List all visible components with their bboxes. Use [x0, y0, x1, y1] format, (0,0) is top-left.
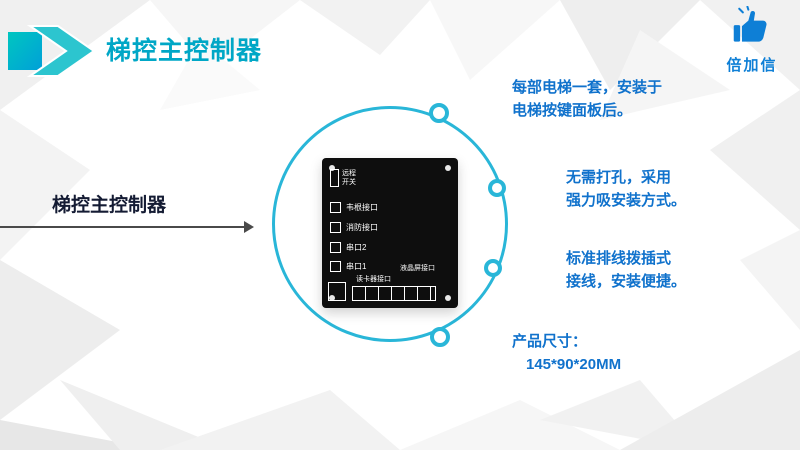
pcb-label: 串口1: [346, 262, 367, 271]
dimensions-label: 产品尺寸：: [512, 333, 588, 350]
pcb-port-row: 串口1: [330, 261, 366, 272]
circle-node-1: [429, 103, 449, 123]
connector-box: [328, 282, 346, 301]
bullet-line: 电梯按键面板后。: [512, 102, 633, 119]
connector-box: [330, 242, 341, 253]
circle-node-2: [488, 179, 506, 197]
pcb-label: 消防接口: [346, 223, 378, 232]
bullet-wiring: 标准排线拨插式 接线，安装便捷。: [566, 247, 686, 293]
pcb-label: 开关: [342, 179, 356, 186]
bullet-line: 无需打孔，采用: [566, 169, 672, 186]
bullet-line: 每部电梯一套，安装于: [512, 79, 663, 96]
pcb-label: 读卡器接口: [356, 276, 391, 283]
dimensions-value: 145*90*20MM: [526, 356, 622, 373]
connector-box: [330, 261, 341, 272]
pcb-label: 液晶屏接口: [400, 265, 435, 272]
screw-icon: [445, 165, 451, 171]
pointer-line: [0, 221, 254, 233]
left-label: 梯控主控制器: [52, 195, 167, 216]
title-arrow-icon: [8, 25, 96, 77]
product-dimensions: 产品尺寸： 145*90*20MM: [512, 330, 621, 376]
connector-box: [330, 169, 339, 187]
connector-box: [330, 202, 341, 213]
pcb-port-row: 韦根接口: [330, 202, 378, 213]
brand-logo: 倍加信: [720, 5, 784, 75]
bullet-line: 标准排线拨插式: [566, 250, 672, 267]
circle-node-4: [430, 327, 450, 347]
screw-icon: [329, 295, 335, 301]
bullet-line: 强力吸安装方式。: [566, 192, 687, 209]
page-title: 梯控主控制器: [106, 37, 263, 65]
product-image-pcb: 远程 开关 韦根接口 消防接口 串口2 串口1 液晶屏接口 读卡器接口: [322, 158, 458, 308]
pcb-label: 远程: [342, 170, 356, 177]
connector-strip: [352, 286, 436, 301]
screw-icon: [445, 295, 451, 301]
pcb-label: 韦根接口: [346, 203, 378, 212]
pcb-port-row: 串口2: [330, 242, 366, 253]
highlight-circle: [272, 106, 508, 342]
pcb-port-row: 消防接口: [330, 222, 378, 233]
pcb-label: 串口2: [346, 243, 367, 252]
arrow-head-icon: [244, 221, 254, 233]
thumbs-up-icon: [733, 5, 767, 42]
bullet-line: 接线，安装便捷。: [566, 273, 687, 290]
bullet-mounting: 无需打孔，采用 强力吸安装方式。: [566, 166, 686, 212]
bullet-install: 每部电梯一套，安装于 电梯按键面板后。: [512, 76, 662, 122]
circle-node-3: [484, 259, 502, 277]
screw-icon: [329, 165, 335, 171]
connector-box: [330, 222, 341, 233]
brand-name: 倍加信: [726, 57, 778, 74]
